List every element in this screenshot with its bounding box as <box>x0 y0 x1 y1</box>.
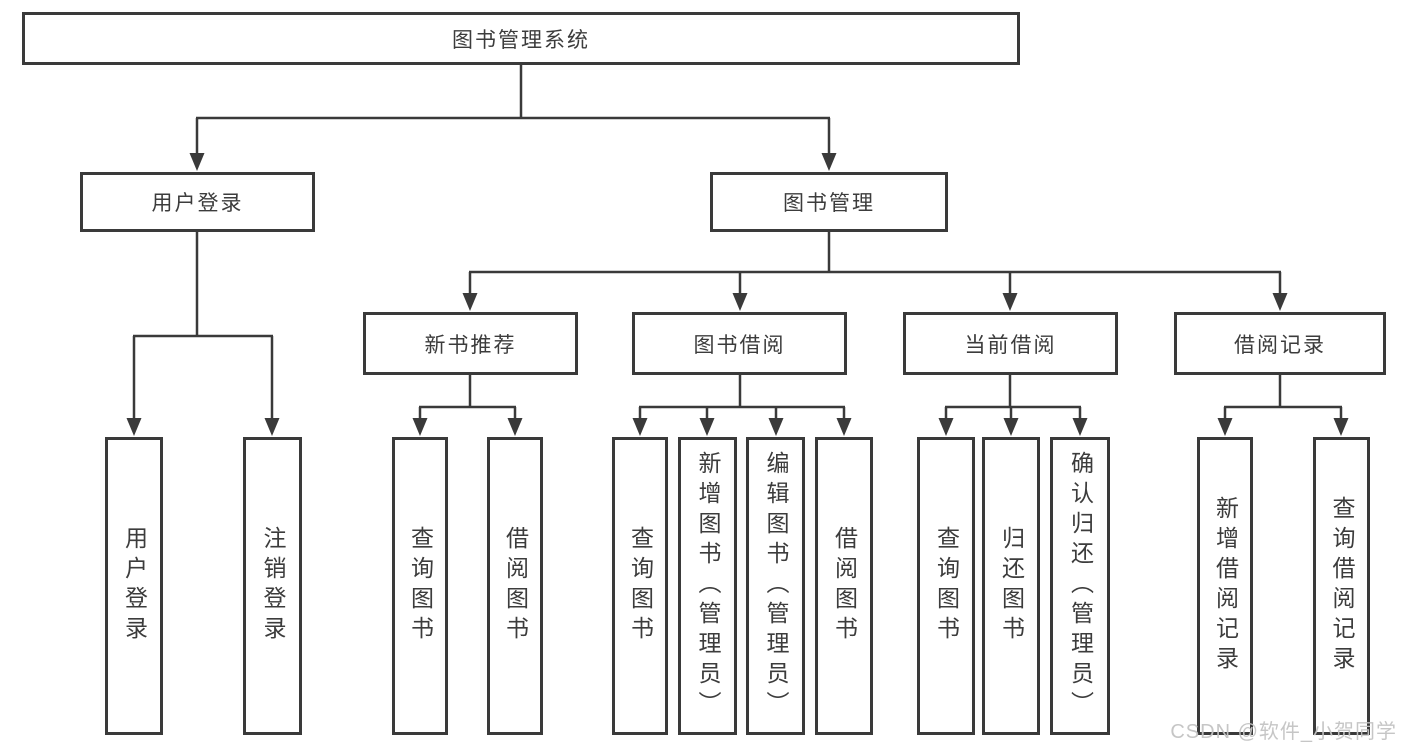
node-new-book-recommend: 新书推荐 <box>363 312 578 375</box>
node-borrow-records: 借阅记录 <box>1174 312 1386 375</box>
leaf-borrow-books-2: 借阅图书 <box>815 437 873 735</box>
leaf-query-books-2: 查询图书 <box>612 437 668 735</box>
leaf-borrow-books-2-label: 借阅图书 <box>831 526 858 646</box>
leaf-borrow-books-1: 借阅图书 <box>487 437 543 735</box>
connector-user-login-branch <box>126 232 280 436</box>
leaf-return-book-label: 归还图书 <box>998 526 1025 646</box>
leaf-logout: 注销登录 <box>243 437 302 735</box>
node-book-management: 图书管理 <box>710 172 948 232</box>
leaf-borrow-books-1-label: 借阅图书 <box>502 526 529 646</box>
watermark-text: CSDN @软件_小贺同学 <box>1170 721 1397 743</box>
node-current-borrow: 当前借阅 <box>903 312 1118 375</box>
connector-root-to-level2 <box>189 65 837 171</box>
leaf-edit-book-admin-label: 编辑图书（管理员） <box>763 451 789 721</box>
leaf-confirm-return-admin-label: 确认归还（管理员） <box>1067 451 1094 721</box>
leaf-query-books-1-label: 查询图书 <box>407 526 434 646</box>
leaf-query-borrow-record-label: 查询借阅记录 <box>1329 496 1355 676</box>
leaf-query-books-2-label: 查询图书 <box>627 526 654 646</box>
leaf-add-borrow-record: 新增借阅记录 <box>1197 437 1253 735</box>
leaf-add-book-admin: 新增图书（管理员） <box>678 437 737 735</box>
node-user-login: 用户登录 <box>80 172 315 232</box>
leaf-query-books-3: 查询图书 <box>917 437 975 735</box>
leaf-edit-book-admin: 编辑图书（管理员） <box>746 437 805 735</box>
leaf-query-borrow-record: 查询借阅记录 <box>1313 437 1370 735</box>
connector-book-management-branch <box>462 232 1288 311</box>
leaf-query-books-1: 查询图书 <box>392 437 448 735</box>
connector-current-borrow-branch <box>938 375 1088 436</box>
leaf-logout-label: 注销登录 <box>260 526 286 646</box>
node-root: 图书管理系统 <box>22 12 1020 65</box>
connector-new-book-branch <box>412 375 523 436</box>
node-book-borrow: 图书借阅 <box>632 312 847 375</box>
leaf-return-book: 归还图书 <box>982 437 1040 735</box>
leaf-user-login-label: 用户登录 <box>121 526 148 646</box>
leaf-user-login: 用户登录 <box>105 437 163 735</box>
leaf-query-books-3-label: 查询图书 <box>933 526 960 646</box>
leaf-add-book-admin-label: 新增图书（管理员） <box>695 451 721 721</box>
connector-book-borrow-branch <box>632 375 852 436</box>
leaf-add-borrow-record-label: 新增借阅记录 <box>1212 496 1239 676</box>
leaf-confirm-return-admin: 确认归还（管理员） <box>1050 437 1110 735</box>
connector-borrow-records-branch <box>1217 375 1349 436</box>
